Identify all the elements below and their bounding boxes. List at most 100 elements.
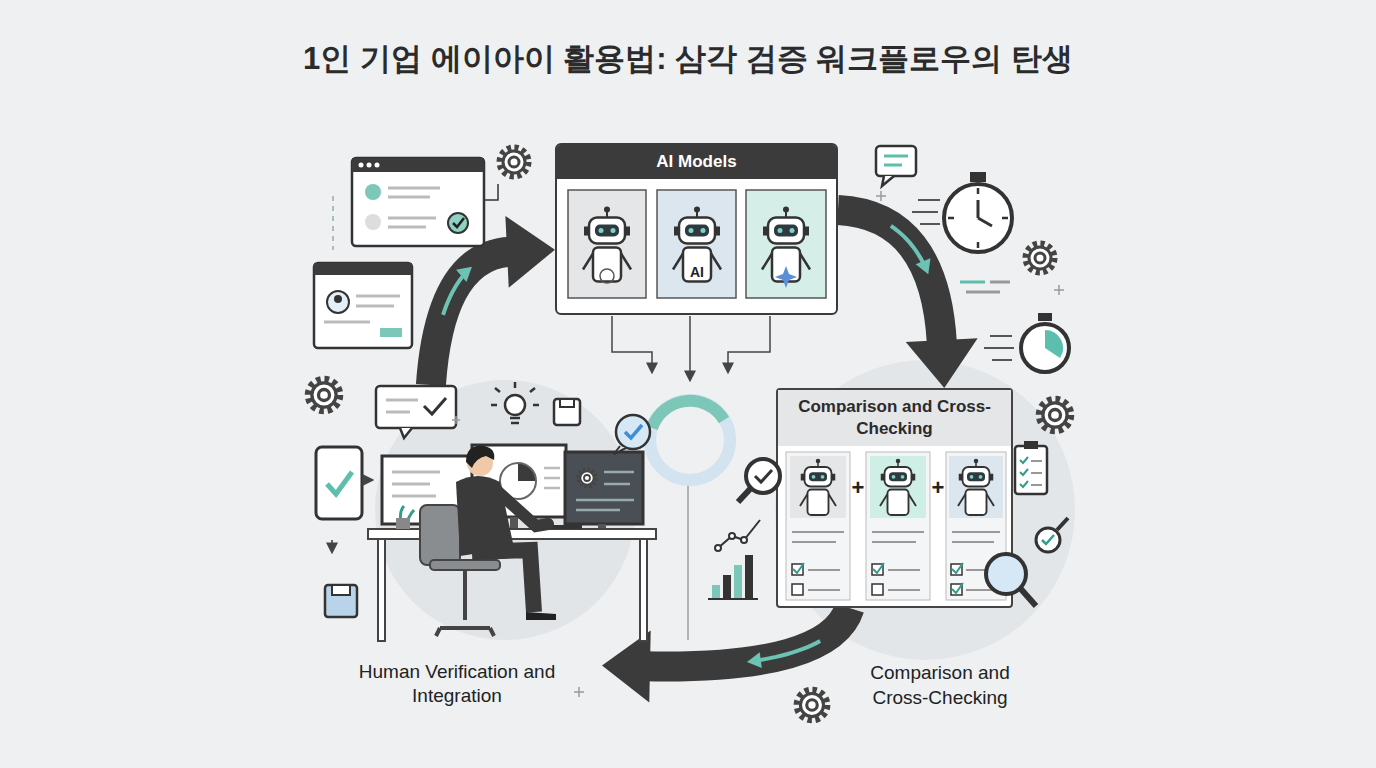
clipboard-icon xyxy=(1015,446,1047,494)
tablet-icon xyxy=(327,472,352,494)
bar-chart xyxy=(745,555,753,599)
bar-chart xyxy=(708,520,760,599)
stopwatch-icon xyxy=(977,242,980,248)
arrow-head xyxy=(906,338,978,388)
clipboard-icon xyxy=(1031,461,1042,485)
person-at-desk xyxy=(640,539,647,641)
backdrop-circle xyxy=(775,360,1075,660)
merge-arrows xyxy=(728,316,770,372)
sparkles xyxy=(876,191,886,201)
stopwatch-icon xyxy=(1038,313,1052,321)
profile-window xyxy=(314,196,412,348)
stopwatch-icon xyxy=(912,172,1069,372)
magnifier-icon xyxy=(738,488,751,502)
browser-window xyxy=(352,158,484,172)
clipboard-icon xyxy=(1024,441,1038,449)
merge-arrows xyxy=(612,316,770,640)
bar-chart xyxy=(723,575,731,599)
profile-window xyxy=(327,291,349,313)
model-box: AI Models xyxy=(555,143,838,315)
arrow-head xyxy=(505,216,555,288)
chat-icon xyxy=(876,146,916,186)
stopwatch-icon xyxy=(944,184,1012,252)
tablet-icon xyxy=(331,540,333,552)
profile-window xyxy=(334,295,342,303)
browser-window xyxy=(352,158,484,246)
accent-head xyxy=(916,258,931,274)
profile-window xyxy=(380,328,402,337)
clipboard-icon xyxy=(1031,472,1042,474)
stage-label: Comparison and Cross-Checking xyxy=(840,661,1040,710)
accent-head xyxy=(747,652,762,668)
gear-icons xyxy=(1026,244,1054,272)
merge-arrows xyxy=(612,316,652,372)
stopwatch-icon xyxy=(984,336,1014,360)
check-badge xyxy=(614,415,650,454)
check-bubble xyxy=(386,399,418,402)
stopwatch-icon xyxy=(977,188,980,194)
magnifier-icon xyxy=(1042,535,1054,544)
magnifier-icon xyxy=(746,459,780,493)
browser-window xyxy=(388,187,440,190)
merge-arrows xyxy=(688,485,689,640)
cycle-arrow xyxy=(838,210,978,388)
stopwatch-icon xyxy=(912,211,938,213)
node-heading: Comparison and Cross-Checking xyxy=(778,390,1011,446)
check-bubble xyxy=(386,400,418,412)
bar-chart xyxy=(708,598,758,600)
stopwatch-icon xyxy=(960,282,1010,292)
stopwatch-icon xyxy=(992,359,1012,361)
bar-chart xyxy=(741,537,747,543)
diagram-title: 1인 기업 에이아이 활용법: 삼각 검증 워크플로우의 탄생 xyxy=(0,38,1376,80)
profile-window xyxy=(356,295,400,298)
tablet-icon xyxy=(362,479,372,481)
chat-icon xyxy=(884,156,908,165)
cycle-arrow xyxy=(431,216,555,385)
browser-window xyxy=(388,188,440,227)
bar-chart xyxy=(734,565,742,599)
plus-sign: + xyxy=(848,474,868,503)
stopwatch-icon xyxy=(960,281,985,284)
magnifier-icon xyxy=(1057,518,1068,530)
floppy-icon xyxy=(332,585,350,595)
magnifier-icon xyxy=(1036,528,1060,552)
profile-window xyxy=(332,196,334,250)
browser-window xyxy=(365,184,381,200)
stopwatch-icon xyxy=(966,291,1000,294)
check-badge xyxy=(616,415,650,449)
magnifier-icon xyxy=(755,470,772,482)
cycle-arrow xyxy=(602,608,849,702)
profile-window xyxy=(324,296,400,322)
stopwatch-icon xyxy=(978,200,992,226)
comparison-box: Comparison and Cross-Checking xyxy=(776,388,1013,608)
chat-icon xyxy=(884,164,902,167)
browser-window xyxy=(453,218,464,227)
gear-icons xyxy=(1040,400,1071,431)
stopwatch-icon xyxy=(984,347,1014,349)
check-badge xyxy=(625,425,642,438)
center-ring xyxy=(650,400,730,480)
sparkles xyxy=(574,687,584,697)
clipboard-icon xyxy=(1020,457,1028,487)
arrow-accent xyxy=(757,641,820,661)
clipboard-icon xyxy=(1015,441,1047,494)
browser-window xyxy=(352,158,498,246)
profile-window xyxy=(314,263,412,348)
gear-icons xyxy=(500,148,528,176)
browser-window xyxy=(365,214,381,230)
node-heading: Human Verification and Integration xyxy=(357,660,557,709)
stopwatch-icon xyxy=(970,172,986,182)
chat-icon xyxy=(876,146,916,176)
browser-window xyxy=(388,196,430,199)
title-text: 1인 기업 에이아이 활용법: 삼각 검증 워크플로우의 탄생 xyxy=(303,41,1073,76)
accent-head xyxy=(456,267,472,282)
bar-chart xyxy=(729,533,735,539)
arrow-accent xyxy=(891,226,925,267)
arrow-band xyxy=(646,608,849,667)
browser-window xyxy=(359,163,364,168)
gear-icons xyxy=(309,380,340,411)
clipboard-icon xyxy=(1031,460,1042,462)
chat-icon xyxy=(884,155,908,158)
